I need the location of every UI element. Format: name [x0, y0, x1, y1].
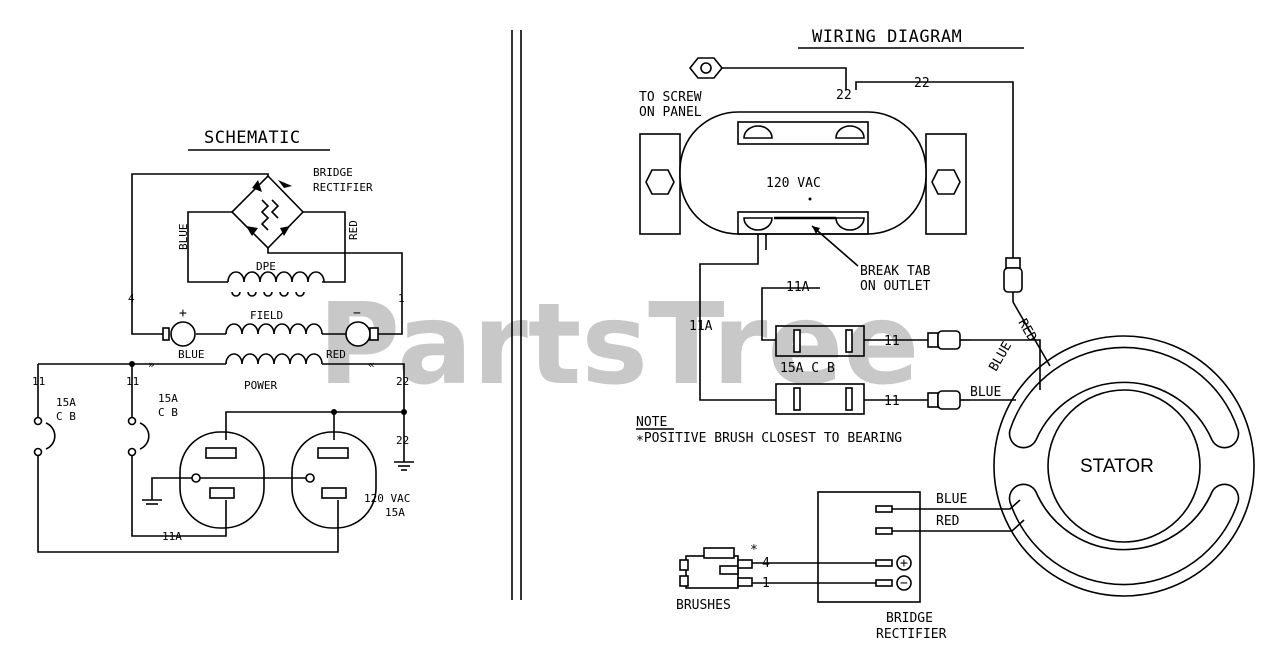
- stator: [993, 335, 1255, 597]
- schematic-bridge-label-2: RECTIFIER: [313, 181, 373, 194]
- schematic-blue-power-label: BLUE: [178, 348, 205, 361]
- schematic-red-label: RED: [347, 220, 360, 240]
- panel-screw-icon: [688, 57, 724, 79]
- schematic-field-coil: [225, 323, 323, 335]
- wiring-brushes-label: BRUSHES: [676, 598, 731, 613]
- schematic-dpe-coil: [227, 271, 325, 297]
- svg-text:«: «: [368, 358, 375, 371]
- wiring-rect-minus: −: [900, 576, 908, 591]
- schematic-cb2-line1: 15A: [158, 392, 178, 405]
- schematic-minus-sign: −: [353, 306, 361, 321]
- schematic-bridge-rectifier: [230, 174, 305, 250]
- wiring-wire-22-a: 22: [836, 88, 852, 103]
- schematic-duplex-outlet: [179, 431, 377, 529]
- schematic-plus-sign: +: [179, 306, 187, 321]
- schematic-blue-label: BLUE: [177, 224, 190, 251]
- wiring-bridge-label-1: BRIDGE: [886, 611, 933, 626]
- wiring-wire-11a-b: 11A: [689, 319, 713, 334]
- schematic-wire-22-top: 22: [396, 375, 409, 388]
- schematic-wire-11-left: 11: [32, 375, 45, 388]
- wiring-connector-red: [1003, 257, 1023, 302]
- schematic-wire-4: 4: [128, 292, 135, 305]
- wiring-note-text: ∗POSITIVE BRUSH CLOSEST TO BEARING: [636, 431, 902, 446]
- schematic-cb-mid: [127, 416, 150, 457]
- outlet-receptacle: [639, 111, 967, 235]
- wiring-rect-blue: BLUE: [936, 492, 967, 507]
- wiring-asterisk: *: [750, 543, 758, 558]
- wiring-rect-red: RED: [936, 514, 960, 529]
- schematic-outlet-label-1: 120 VAC: [364, 492, 410, 505]
- schematic-negative-brush: [345, 321, 379, 347]
- wiring-blue-a: BLUE: [986, 339, 1015, 374]
- wiring-stator-label: STATOR: [1080, 456, 1154, 477]
- schematic-wire-1: 1: [398, 292, 405, 305]
- wiring-circuit-breaker-1: [775, 325, 865, 357]
- panel-divider: [511, 30, 522, 600]
- wiring-wire-11-b: 11: [884, 394, 900, 409]
- schematic-red-power-label: RED: [326, 348, 346, 361]
- schematic-bridge-label-1: BRIDGE: [313, 166, 353, 179]
- schematic-wire-22-bot: 22: [396, 434, 409, 447]
- wiring-brushes: [679, 547, 753, 589]
- wiring-wire-11a-a: 11A: [786, 280, 810, 295]
- schematic-cb-left: [33, 416, 56, 457]
- schematic-power-coil: [225, 353, 323, 365]
- svg-text:»: »: [148, 358, 155, 371]
- wiring-to-screw-1: TO SCREW: [639, 90, 702, 105]
- wiring-circuit-breaker-2: [775, 383, 865, 415]
- schematic-ground-icon: [394, 412, 414, 471]
- schematic-outlet-ground: [142, 477, 192, 505]
- wiring-brush-wire-4: 4: [762, 556, 770, 571]
- schematic-power-label: POWER: [244, 379, 277, 392]
- wiring-break-tab-2: ON OUTLET: [860, 279, 931, 294]
- wiring-title: WIRING DIAGRAM: [812, 27, 962, 47]
- wiring-wire-11-a: 11: [884, 334, 900, 349]
- schematic-cb1-line1: 15A: [56, 396, 76, 409]
- schematic-dpe-label: DPE: [256, 260, 276, 273]
- schematic-title: SCHEMATIC: [204, 128, 301, 148]
- wiring-break-tab-1: BREAK TAB: [860, 264, 931, 279]
- schematic-section: SCHEMATIC BRIDGE RECTIFIER 4 BLUE RED 1 …: [32, 128, 414, 553]
- wiring-section: WIRING DIAGRAM TO SCREW ON PANEL 22 22: [636, 27, 1255, 642]
- schematic-wire-11a: 11A: [162, 530, 182, 543]
- schematic-cb2-line2: C B: [158, 406, 178, 419]
- schematic-positive-brush: [162, 321, 196, 347]
- schematic-cb1-line2: C B: [56, 410, 76, 423]
- wiring-vac-label: 120 VAC: [766, 176, 821, 191]
- wiring-wire-22-b: 22: [914, 76, 930, 91]
- wiring-blue-b: BLUE: [970, 385, 1001, 400]
- wiring-note-title: NOTE: [636, 415, 667, 430]
- wiring-connector-1: [927, 330, 970, 350]
- watermark: PartsTree: [318, 280, 919, 410]
- schematic-field-label: FIELD: [250, 309, 283, 322]
- schematic-wire-11-mid: 11: [126, 375, 139, 388]
- wiring-cb-label: 15A C B: [780, 361, 835, 376]
- wiring-rect-plus: +: [900, 556, 908, 571]
- wiring-brush-wire-1: 1: [762, 576, 770, 591]
- wiring-connector-2: [927, 390, 970, 410]
- wiring-bridge-label-2: RECTIFIER: [876, 627, 947, 642]
- schematic-outlet-label-2: 15A: [385, 506, 405, 519]
- wiring-to-screw-2: ON PANEL: [639, 105, 702, 120]
